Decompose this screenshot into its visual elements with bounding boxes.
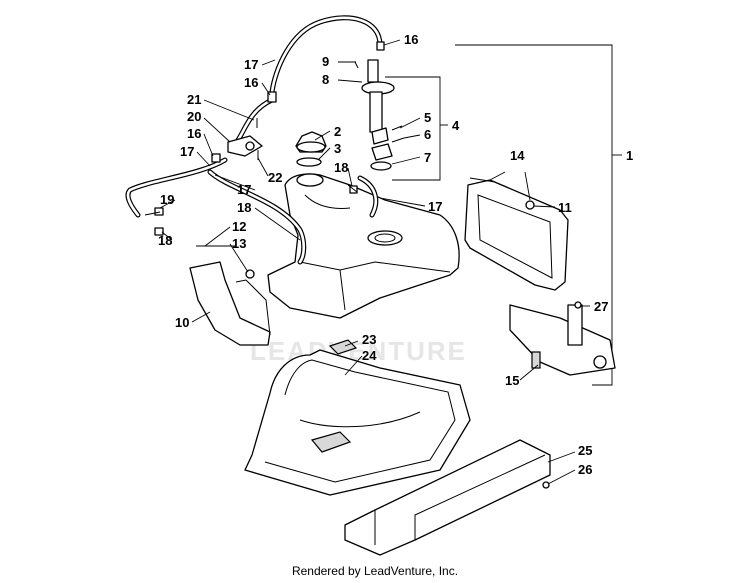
callout-27: 27 <box>594 299 608 314</box>
fuel-pump <box>361 59 395 145</box>
vent-hose <box>125 15 383 265</box>
callout-16a: 16 <box>404 32 418 47</box>
callout-17c: 17 <box>237 182 251 197</box>
fuel-tank <box>267 173 460 319</box>
callout-6: 6 <box>424 127 431 142</box>
callout-10: 10 <box>175 315 189 330</box>
callout-20: 20 <box>187 109 201 124</box>
callout-3: 3 <box>334 141 341 156</box>
callout-17d: 17 <box>428 199 442 214</box>
callout-12: 12 <box>232 219 246 234</box>
callout-19: 19 <box>160 192 174 207</box>
group-bracket-4 <box>385 76 448 181</box>
callout-25: 25 <box>578 443 592 458</box>
callout-16b: 16 <box>244 75 258 90</box>
callout-9: 9 <box>322 54 329 69</box>
callout-22: 22 <box>268 170 282 185</box>
callout-14: 14 <box>510 148 525 163</box>
callout-23: 23 <box>362 332 376 347</box>
callout-5: 5 <box>424 110 431 125</box>
callout-16c: 16 <box>187 126 201 141</box>
callout-1: 1 <box>626 148 633 163</box>
pump-gasket <box>370 161 392 171</box>
pump-bracket <box>371 143 393 161</box>
footer-credit: Rendered by LeadVenture, Inc. <box>291 564 459 578</box>
hardware <box>144 61 582 489</box>
callout-18b: 18 <box>237 200 251 215</box>
callout-7: 7 <box>424 150 431 165</box>
frame-bracket <box>509 304 616 376</box>
callout-26: 26 <box>578 462 592 477</box>
callout-13: 13 <box>232 236 246 251</box>
callout-11: 11 <box>558 200 572 215</box>
callout-21: 21 <box>187 92 201 107</box>
leader-lines <box>159 39 590 485</box>
callout-17b: 17 <box>180 144 194 159</box>
callout-8: 8 <box>322 72 329 87</box>
callout-4: 4 <box>452 118 460 133</box>
callout-2: 2 <box>334 124 341 139</box>
support-bracket <box>344 439 551 556</box>
rollover-valve <box>227 135 263 157</box>
cap-gasket <box>296 157 322 167</box>
fuel-cap <box>295 131 327 153</box>
tank-strap-right <box>464 179 569 291</box>
callout-17a: 17 <box>244 57 258 72</box>
tank-strap-left <box>189 261 271 346</box>
group-bracket-1 <box>455 44 622 386</box>
callout-15: 15 <box>505 373 519 388</box>
callout-18c: 18 <box>158 233 172 248</box>
skid-plate <box>244 349 471 496</box>
callout-24: 24 <box>362 348 377 363</box>
callout-labels: 1 2 3 4 5 6 7 8 9 10 11 12 13 14 15 16 1… <box>158 32 633 477</box>
callout-18a: 18 <box>334 160 348 175</box>
